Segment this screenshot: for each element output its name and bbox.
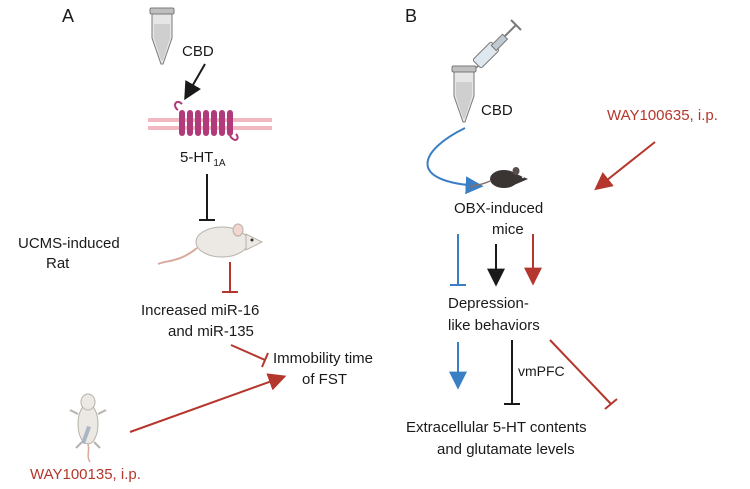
receptor-label: 5-HT1A (180, 149, 226, 169)
antagonist-inhibits-extracellular-bar (604, 398, 618, 410)
panel-b-drug-label: CBD (481, 102, 513, 119)
vmpfc-label: vmPFC (518, 363, 565, 379)
syringe-icon (471, 19, 522, 73)
panel-b-outcome-line2: and glutamate levels (437, 441, 575, 458)
panel-b-antagonist-label: WAY100635, i.p. (607, 107, 718, 124)
mirna-inhibits-immobility-line (230, 344, 266, 361)
antagonist-a-arrow (129, 373, 287, 433)
panel-b-outcome-line1: Extracellular 5-HT contents (406, 419, 587, 436)
antagonist-inhibits-extracellular-line (549, 339, 612, 405)
panel-a-model-line2: Rat (46, 255, 70, 272)
gpcr-receptor-icon (148, 100, 272, 141)
rat-icon (157, 223, 264, 265)
microcentrifuge-tube-icon (451, 65, 477, 123)
panel-a-outcome-line1: Immobility time (273, 350, 373, 367)
mouse-icon (469, 167, 528, 188)
injected-rat-icon (69, 393, 107, 463)
mirna-line1: Increased miR-16 (141, 302, 259, 319)
panel-a-model-line1: UCMS-induced (18, 235, 120, 252)
panel-b: B CBD WAY100635, i.p. OBX-induced (405, 6, 718, 458)
panel-a-drug-label: CBD (182, 43, 214, 60)
panel-a-letter: A (62, 6, 74, 26)
behavior-line1: Depression- (448, 295, 529, 312)
behavior-line2: like behaviors (448, 317, 540, 334)
panel-b-model-line1: OBX-induced (454, 200, 543, 217)
panel-a-antagonist-label: WAY100135, i.p. (30, 466, 141, 483)
panel-b-model-line2: mice (492, 221, 524, 238)
panel-a-outcome-line2: of FST (302, 371, 347, 388)
panel-b-letter: B (405, 6, 417, 26)
cbd-to-receptor-arrow (184, 63, 206, 101)
mirna-inhibits-immobility-bar (261, 352, 269, 368)
panel-a: A CBD 5-HT1A UCMS-induced Rat (18, 6, 373, 483)
microcentrifuge-tube-icon (149, 7, 175, 65)
mirna-line2: and miR-135 (168, 323, 254, 340)
cbd-to-mice-arrow (426, 127, 484, 195)
antagonist-b-arrow (594, 141, 656, 191)
